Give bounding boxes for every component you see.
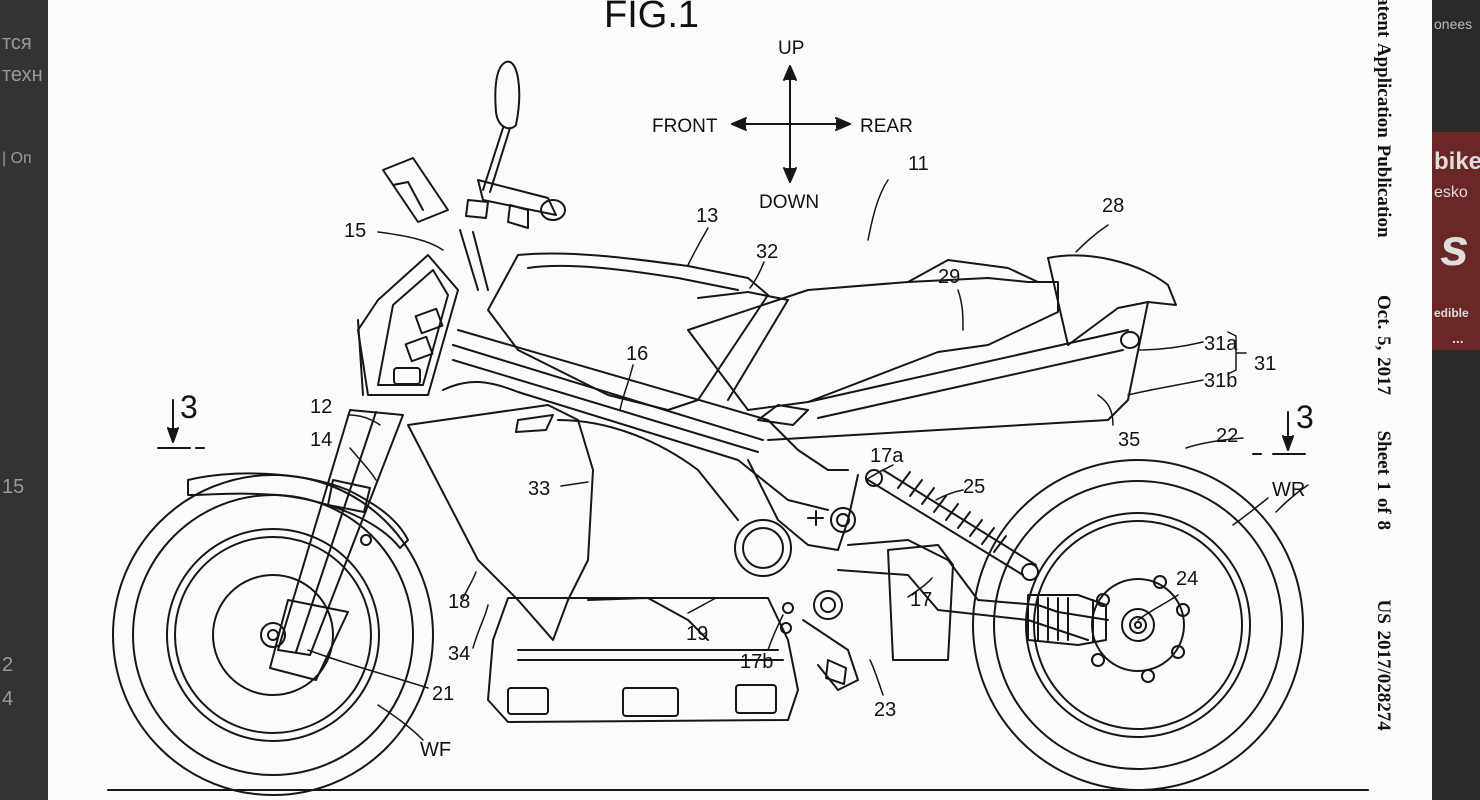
ref-label: 21 <box>432 683 454 705</box>
ref-label: 18 <box>448 591 470 613</box>
patent-number: US 2017/028274 <box>1373 599 1394 731</box>
rear-shock <box>865 469 1039 581</box>
bg-fragment: 4 <box>2 688 14 710</box>
bg-fragment: ... <box>1452 330 1464 346</box>
section-marker-left: 3 <box>180 389 198 425</box>
drive-shaft <box>1027 594 1107 646</box>
direction-arrows <box>731 65 851 183</box>
ref-label: 24 <box>1176 568 1198 590</box>
patent-drawing-sheet: UP DOWN FRONT REAR 3 3 11 12 13 14 15 16… <box>48 0 1432 800</box>
ref-label: 12 <box>310 396 332 418</box>
ref-label: 33 <box>528 478 550 500</box>
tank-housing <box>487 252 789 411</box>
ref-label: 34 <box>448 643 470 665</box>
mirror-handlebar <box>382 60 566 291</box>
motorcycle-drawing: UP DOWN FRONT REAR 3 3 11 12 13 14 15 16… <box>107 38 1369 796</box>
ref-label: 19 <box>686 623 708 645</box>
bg-fragment: bike <box>1434 148 1480 175</box>
dir-down: DOWN <box>759 192 819 213</box>
ref-label: WF <box>420 739 451 761</box>
headlight-cowl <box>357 254 459 396</box>
dir-up: UP <box>778 38 804 59</box>
background-page-right: onees bike esko s edible ... <box>1432 0 1480 800</box>
bg-fragment: esko <box>1434 184 1468 201</box>
leader-lines <box>307 179 1309 741</box>
bg-fragment: | Оп <box>2 150 32 167</box>
dir-front: FRONT <box>652 116 718 137</box>
bg-ad-banner <box>1432 132 1480 350</box>
reference-labels: 11 12 13 14 15 16 17 17a 17b 18 19 21 22… <box>310 153 1305 761</box>
background-page-left: тся техн | Оп 15 2 4 <box>0 0 48 800</box>
side-panel <box>407 404 739 641</box>
bg-fragment: 15 <box>2 476 25 498</box>
front-fender <box>187 472 409 549</box>
ref-label: 31a <box>1204 333 1238 355</box>
bg-fragment: s <box>1440 219 1469 277</box>
front-wheel <box>112 474 434 796</box>
figure-title: FIG.1 <box>604 0 700 36</box>
patent-sheet: Sheet 1 of 8 <box>1373 430 1394 530</box>
ref-label: 25 <box>963 476 985 498</box>
bg-fragment: edible <box>1434 306 1469 320</box>
dir-rear: REAR <box>860 116 913 137</box>
section-marker-right: 3 <box>1296 399 1314 435</box>
ref-label: 13 <box>696 205 718 227</box>
rear-wheel <box>972 459 1304 791</box>
bg-fragment: onees <box>1434 16 1473 32</box>
ref-label: 17b <box>740 651 773 673</box>
ref-label: 23 <box>874 699 896 721</box>
seat-tail <box>687 254 1177 441</box>
main-frame <box>442 329 859 551</box>
bg-fragment: техн <box>2 64 43 86</box>
ref-label: 22 <box>1216 425 1238 447</box>
ref-label: WR <box>1272 479 1305 501</box>
ref-label: 31b <box>1204 370 1237 392</box>
swing-arm <box>734 507 1109 691</box>
patent-header-vertical: atent Application Publication Oct. 5, 20… <box>1366 0 1396 800</box>
section-markers <box>157 399 1306 455</box>
patent-publication-label: atent Application Publication <box>1373 0 1394 238</box>
ref-label: 32 <box>756 241 778 263</box>
front-fork <box>269 409 404 681</box>
battery-box <box>487 597 799 723</box>
ref-label: 16 <box>626 343 648 365</box>
patent-date: Oct. 5, 2017 <box>1373 295 1394 396</box>
ref-label: 14 <box>310 429 332 451</box>
ref-label: 17 <box>910 589 932 611</box>
ref-label: 28 <box>1102 195 1124 217</box>
ref-label: 11 <box>908 153 929 175</box>
bg-fragment: тся <box>2 32 32 54</box>
bg-fragment: 2 <box>2 654 14 676</box>
ref-label: 15 <box>344 220 366 242</box>
ref-label: 17a <box>870 445 904 467</box>
ref-label: 31 <box>1254 353 1276 375</box>
ref-label: 35 <box>1118 429 1140 451</box>
ref-label: 29 <box>938 266 960 288</box>
